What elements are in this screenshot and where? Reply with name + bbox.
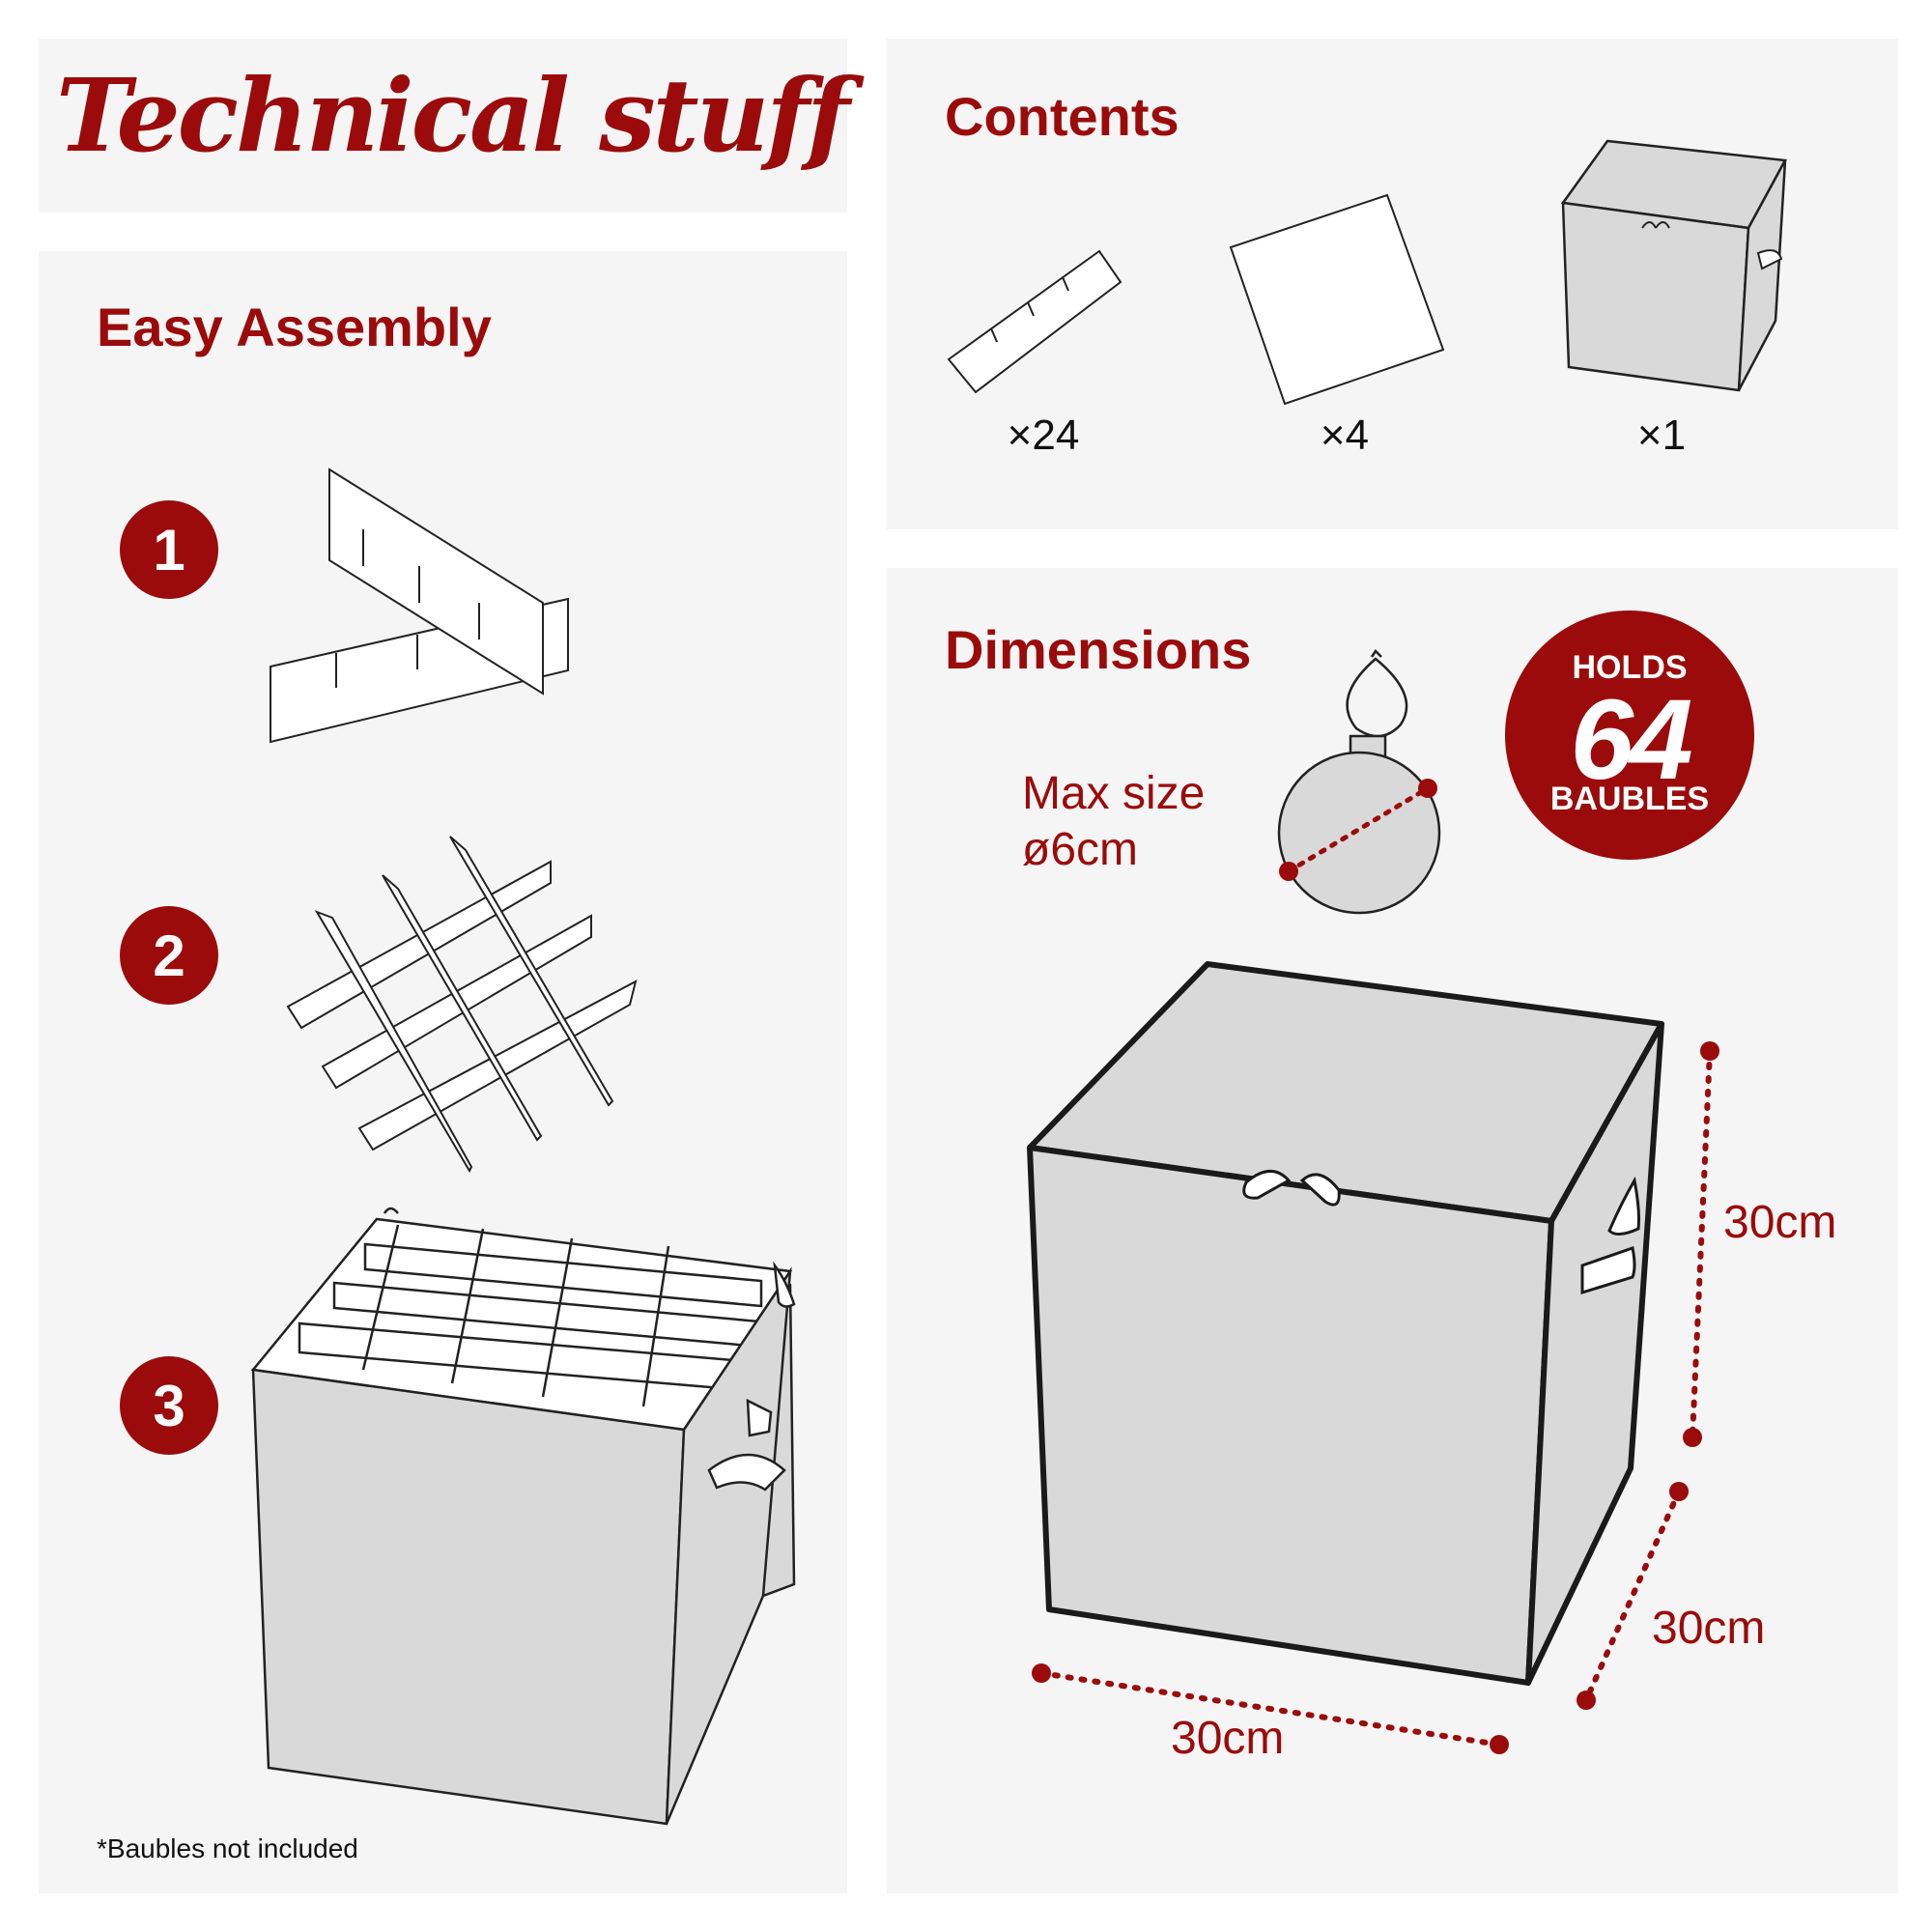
assembly-heading: Easy Assembly [97, 297, 492, 357]
page-title: Technical stuff [56, 56, 850, 175]
contents-heading: Contents [945, 86, 1179, 147]
divider-strip-qty: ×24 [1007, 412, 1080, 459]
step-3-badge: 3 [120, 1356, 218, 1455]
holds-label: HOLDS [1572, 649, 1688, 686]
dimensions-heading: Dimensions [945, 619, 1252, 680]
base-panel-qty: ×4 [1320, 412, 1370, 459]
baubles-footnote: *Baubles not included [97, 1833, 358, 1863]
width-dimension: 30cm [1171, 1713, 1285, 1764]
max-size-value: ø6cm [1022, 824, 1138, 875]
title-panel [39, 39, 847, 213]
height-dimension: 30cm [1723, 1197, 1837, 1248]
max-size-label: Max size [1022, 768, 1206, 819]
depth-dimension: 30cm [1652, 1603, 1766, 1654]
holds-number: 64 [1570, 676, 1692, 804]
step-1-badge: 1 [120, 500, 218, 599]
holds-badge: HOLDS 64 BAUBLES [1505, 611, 1754, 860]
step-2-badge: 2 [120, 906, 218, 1005]
baubles-label: BAUBLES [1549, 781, 1710, 817]
storage-box-qty: ×1 [1636, 412, 1687, 459]
